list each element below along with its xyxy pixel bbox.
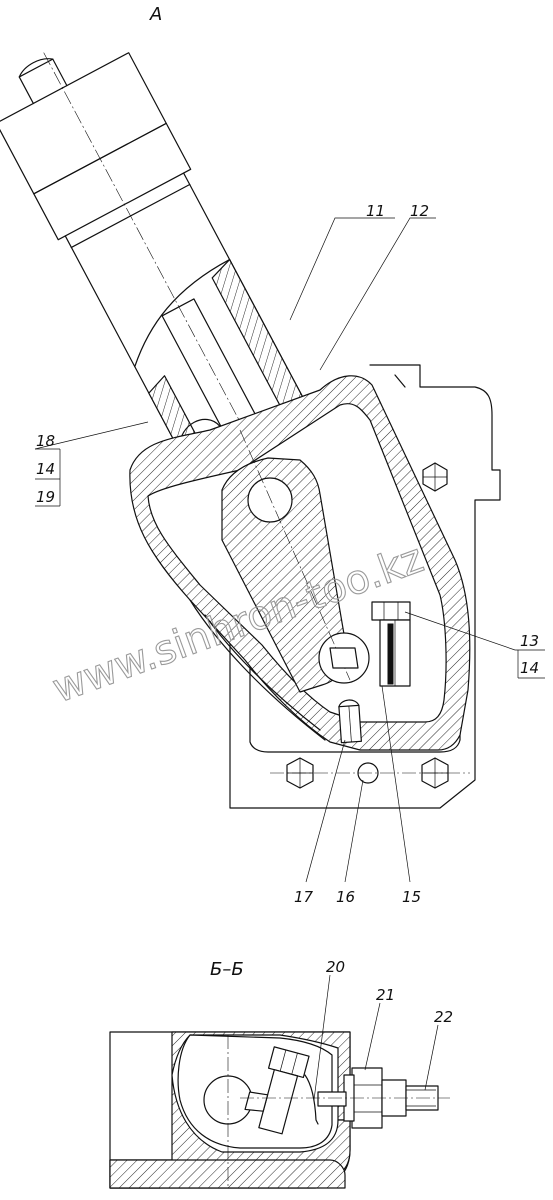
ball-joint-upper [247,477,293,523]
screw-13 [329,601,411,687]
callout-12: 12 [410,202,429,220]
callout-18: 18 [36,432,55,450]
callout-21: 21 [376,986,395,1004]
section-bb-title: Б–Б [210,959,244,980]
callout-19: 19 [36,488,55,506]
callout-20: 20 [326,958,345,976]
screw-17 [338,699,362,744]
view-a-title: А [149,4,162,25]
callouts-view-a: 11 12 18 14 19 13 14 17 16 15 [34,202,545,906]
mount-bracket [229,364,501,809]
callout-17: 17 [294,888,314,906]
callout-16: 16 [336,888,355,906]
section-bb: Б–Б 20 [109,958,453,1189]
view-a: А [0,4,545,906]
shaft-stub [18,58,68,105]
callout-14b: 14 [520,659,539,677]
callout-22: 22 [434,1008,453,1026]
callout-11: 11 [366,202,385,220]
callout-14a: 14 [36,460,55,478]
callout-15: 15 [402,888,421,906]
callout-13: 13 [520,632,539,650]
